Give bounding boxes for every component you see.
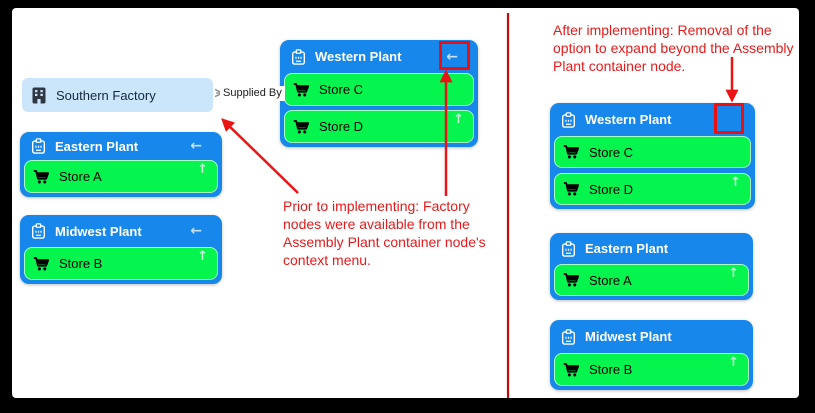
plant-label: Eastern Plant [55,138,139,154]
cart-icon [293,119,310,134]
store-node-store-b-before[interactable]: Store B ↑ [24,247,218,280]
store-node-store-d-after[interactable]: Store D ↑ [554,173,751,205]
factory-node-southern[interactable]: Southern Factory [22,78,213,112]
cart-icon [293,82,310,97]
expand-arrow-icon[interactable]: ↑ [453,112,464,127]
expand-arrow-icon[interactable]: ↑ [730,175,741,190]
store-label: Store B [589,362,633,377]
highlight-box-arrow-removed [714,103,744,134]
store-node-store-d-before[interactable]: Store D ↑ [284,110,474,143]
cart-icon [563,145,580,159]
plant-header[interactable]: Midwest Plant [554,320,749,353]
annotation-before: Prior to implementing: Factory nodes wer… [283,198,486,268]
diagram-canvas: Western Plant ← Store C Store D ↑ Southe… [12,8,799,398]
plant-label: Midwest Plant [585,329,672,344]
plant-header[interactable]: Eastern Plant [554,233,749,264]
store-label: Store A [59,169,102,184]
highlight-box-collapse-arrow [439,41,470,70]
store-label: Store D [319,119,364,134]
collapse-arrow-icon[interactable]: ← [190,138,202,154]
collapse-arrow-icon[interactable]: ← [446,48,458,65]
store-node-store-b-after[interactable]: Store B ↑ [554,353,749,386]
edge-label-supplied-by: Supplied By [220,86,285,101]
clipboard-icon [31,138,46,154]
expand-arrow-icon[interactable]: ↑ [728,266,739,281]
expand-arrow-icon[interactable]: ↑ [197,249,208,264]
store-label: Store C [319,82,364,97]
expand-arrow-icon[interactable]: ↑ [728,355,739,370]
cart-icon [563,273,580,287]
plant-node-eastern-before[interactable]: Eastern Plant ← Store A ↑ [20,132,222,197]
building-icon [32,87,46,104]
plant-node-midwest-after[interactable]: Midwest Plant Store B ↑ [550,320,753,390]
store-label: Store C [589,144,634,160]
cart-icon [563,362,580,377]
clipboard-icon [561,240,576,257]
plant-label: Western Plant [315,49,402,64]
plant-label: Eastern Plant [585,241,669,256]
clipboard-icon [561,111,576,128]
cart-icon [33,169,50,184]
annotation-after: After implementing: Removal of the optio… [553,22,794,74]
plant-node-western-after[interactable]: Western Plant Store C Store D ↑ [550,103,755,209]
plant-header[interactable]: Western Plant ← [284,40,474,73]
store-node-store-c-before[interactable]: Store C [284,73,474,106]
plant-header[interactable]: Eastern Plant ← [24,132,218,160]
plant-header[interactable]: Midwest Plant ← [24,215,218,247]
factory-label: Southern Factory [56,87,156,103]
cart-icon [33,256,50,271]
store-label: Store D [589,181,634,197]
store-label: Store B [59,256,103,271]
clipboard-icon [291,48,306,65]
plant-label: Midwest Plant [55,223,142,239]
plant-header[interactable]: Western Plant [554,103,751,136]
clipboard-icon [561,328,576,345]
plant-node-eastern-after[interactable]: Eastern Plant Store A ↑ [550,233,753,300]
store-node-store-a-after[interactable]: Store A ↑ [554,264,749,296]
cart-icon [563,182,580,196]
store-node-store-c-after[interactable]: Store C [554,136,751,168]
plant-node-western-before[interactable]: Western Plant ← Store C Store D ↑ [280,40,478,147]
collapse-arrow-icon[interactable]: ← [190,223,202,239]
expand-arrow-icon[interactable]: ↑ [197,162,208,177]
store-node-store-a-before[interactable]: Store A ↑ [24,160,218,193]
clipboard-icon [31,223,46,239]
plant-label: Western Plant [585,112,672,127]
plant-node-midwest-before[interactable]: Midwest Plant ← Store B ↑ [20,215,222,284]
store-label: Store A [589,272,632,288]
